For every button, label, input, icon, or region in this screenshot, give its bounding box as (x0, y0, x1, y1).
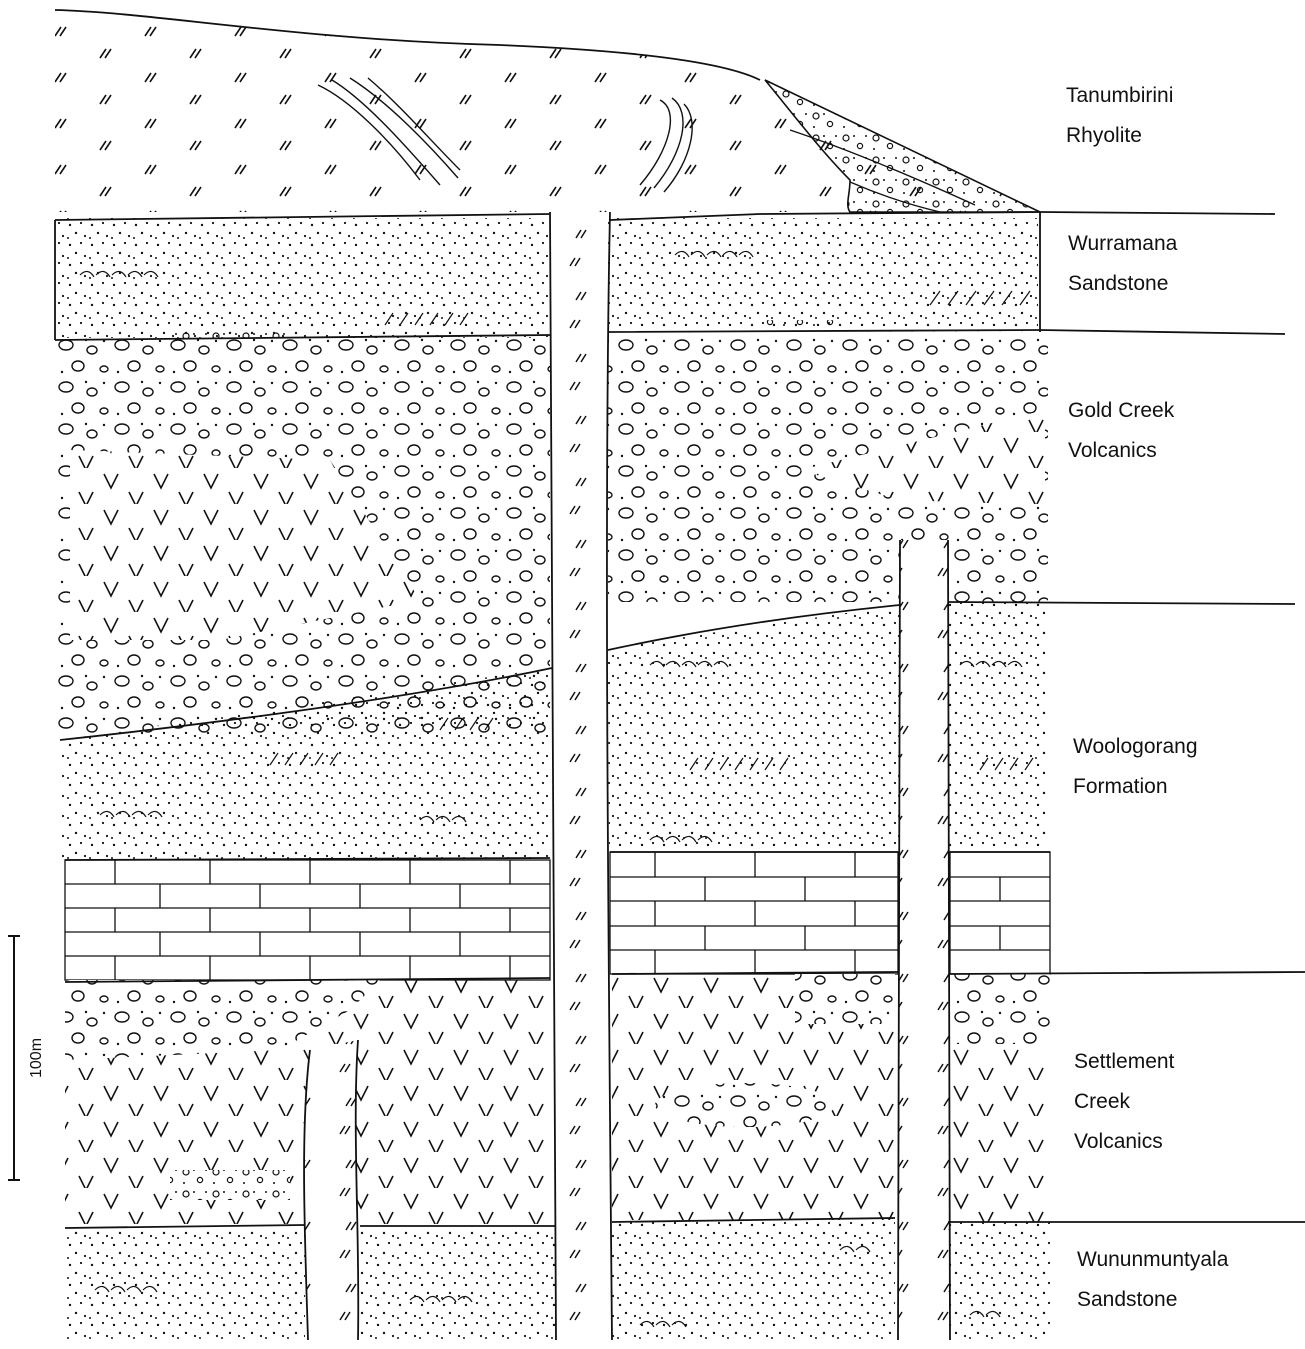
label-line: Rhyolite (1066, 116, 1173, 156)
label-line: Sandstone (1068, 264, 1177, 304)
label-tanumbirini-rhyolite: Tanumbirini Rhyolite (1066, 76, 1173, 156)
label-settlement-creek-volcanics: Settlement Creek Volcanics (1074, 1042, 1174, 1162)
label-woologorang-formation: Woologorang Formation (1073, 727, 1198, 807)
label-line: Wununmuntyala (1077, 1240, 1228, 1280)
label-line: Gold Creek (1068, 391, 1174, 431)
label-line: Formation (1073, 767, 1198, 807)
wurramana-left (55, 218, 550, 338)
wununmuntyala-right (612, 1218, 895, 1340)
wurramana-right (608, 218, 1038, 332)
label-line: Settlement (1074, 1042, 1174, 1082)
wununmuntyala-left (65, 1226, 305, 1340)
label-wununmuntyala-sandstone: Wununmuntyala Sandstone (1077, 1240, 1228, 1320)
label-line: Tanumbirini (1066, 76, 1173, 116)
scale-bar-label: 100m (28, 1038, 46, 1078)
label-line: Creek (1074, 1082, 1174, 1122)
label-line: Wurramana (1068, 224, 1177, 264)
label-line: Sandstone (1077, 1280, 1228, 1320)
label-line: Volcanics (1068, 431, 1174, 471)
scale-bar (8, 936, 20, 1180)
label-gold-creek-volcanics: Gold Creek Volcanics (1068, 391, 1174, 471)
label-wurramana-sandstone: Wurramana Sandstone (1068, 224, 1177, 304)
woologorang-right-sand (608, 605, 900, 852)
label-line: Woologorang (1073, 727, 1198, 767)
label-line: Volcanics (1074, 1122, 1174, 1162)
